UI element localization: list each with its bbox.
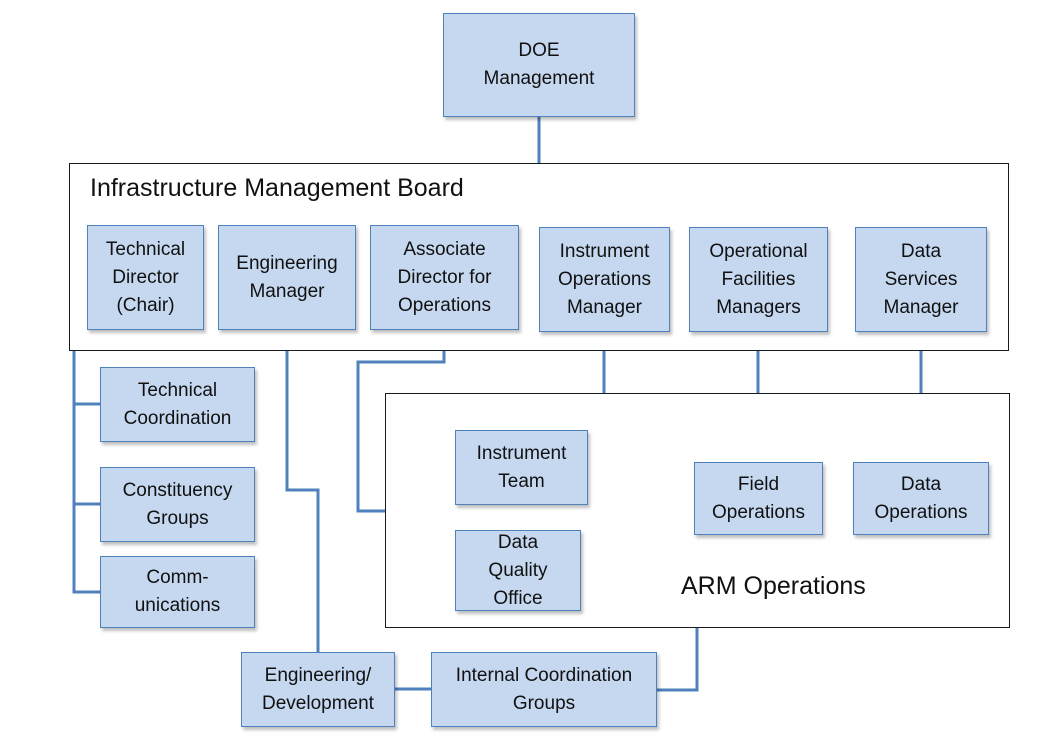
engineering-development-box: Engineering/ Development [241, 652, 395, 727]
data-quality-office-box: Data Quality Office [455, 530, 581, 611]
connector-engmgr-engdev [285, 330, 320, 652]
internal-coordination-groups-box: Internal Coordination Groups [431, 652, 657, 727]
connector-assocdir-arm [356, 330, 446, 513]
data-operations-box: Data Operations [853, 462, 989, 535]
connector-icg-arm [657, 627, 699, 692]
associate-director-box: Associate Director for Operations [370, 225, 519, 330]
instrument-team-box: Instrument Team [455, 430, 588, 505]
engineering-manager-box: Engineering Manager [218, 225, 356, 330]
infrastructure-management-board-label: Infrastructure Management Board [90, 174, 464, 202]
constituency-groups-box: Constituency Groups [100, 467, 255, 542]
field-operations-box: Field Operations [694, 462, 823, 535]
arm-operations-label: ARM Operations [681, 572, 866, 600]
data-services-manager-box: Data Services Manager [855, 227, 987, 332]
technical-director-box: Technical Director (Chair) [87, 225, 204, 330]
instrument-operations-manager-box: Instrument Operations Manager [539, 227, 670, 332]
doe-management-box: DOE Management [443, 13, 635, 117]
communications-box: Comm- unications [100, 556, 255, 628]
technical-coordination-box: Technical Coordination [100, 367, 255, 442]
operational-facilities-managers-box: Operational Facilities Managers [689, 227, 828, 332]
